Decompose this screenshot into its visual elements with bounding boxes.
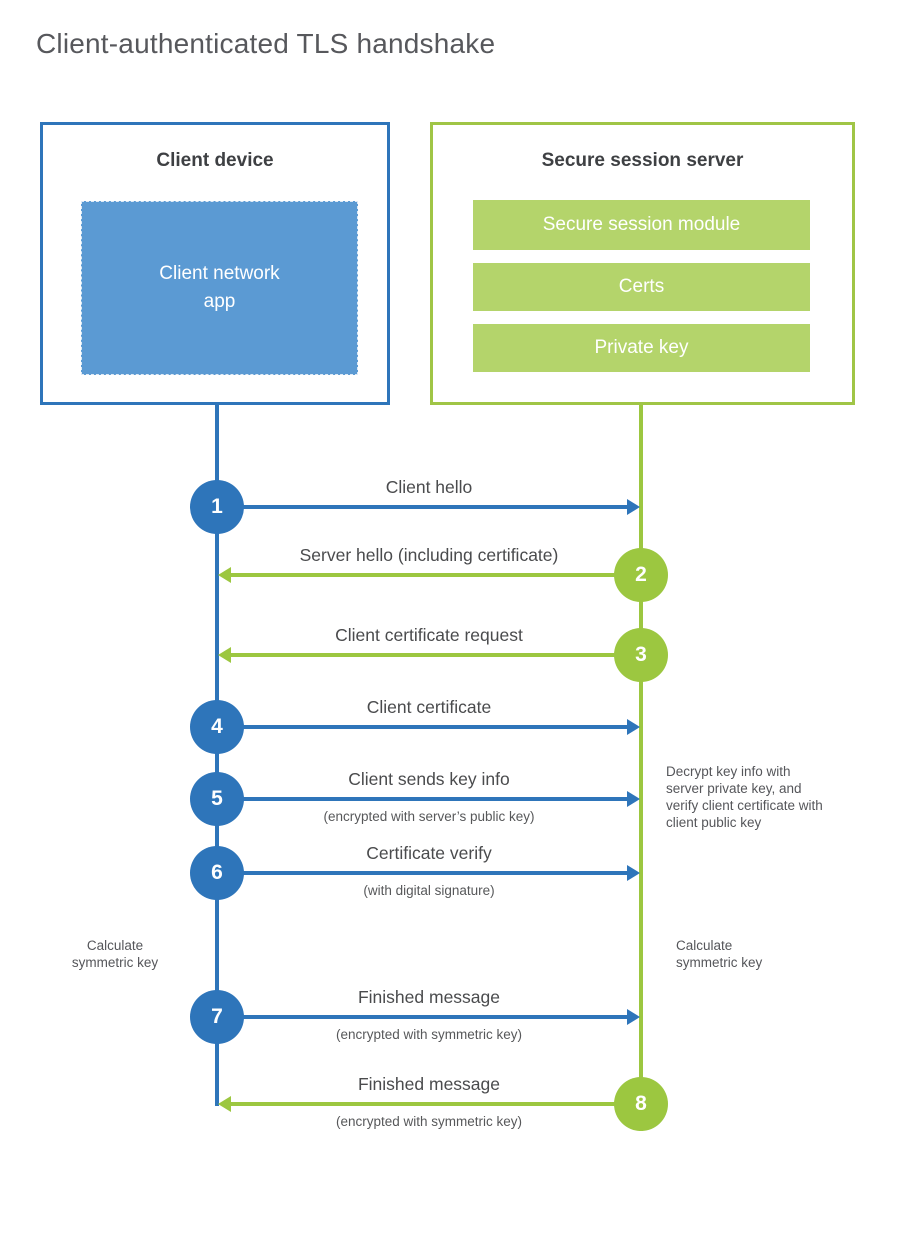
client-device-box: Client device Client network app bbox=[40, 122, 390, 405]
step-6-marker: 6 bbox=[190, 846, 244, 900]
step-3-arrow bbox=[218, 647, 615, 663]
calculate-symmetric-key-server-note: Calculate symmetric key bbox=[676, 938, 763, 970]
diagram-title: Client-authenticated TLS handshake bbox=[36, 28, 496, 59]
step-1-label: Client hello bbox=[385, 477, 473, 497]
step-5-arrow bbox=[243, 791, 640, 807]
step-2-marker: 2 bbox=[614, 548, 668, 602]
server-module-secure-session: Secure session module bbox=[473, 200, 810, 250]
server-module-certs: Certs bbox=[473, 263, 810, 311]
step-6-sublabel: (with digital signature) bbox=[363, 883, 495, 898]
client-network-app-label: Client network app bbox=[159, 262, 280, 313]
server-lifeline bbox=[639, 405, 643, 1131]
step-7-marker: 7 bbox=[190, 990, 244, 1044]
step-7-arrow bbox=[243, 1009, 640, 1025]
step-8-arrow bbox=[218, 1096, 615, 1112]
step-5-marker: 5 bbox=[190, 772, 244, 826]
step-6-arrow bbox=[243, 865, 640, 881]
step-5-label: Client sends key info bbox=[348, 769, 510, 789]
calculate-symmetric-key-client-note: Calculate symmetric key bbox=[71, 938, 159, 970]
step-6-label: Certificate verify bbox=[366, 843, 492, 863]
step-2-label: Server hello (including certificate) bbox=[299, 545, 559, 565]
client-device-title: Client device bbox=[156, 150, 274, 171]
step-4-marker: 4 bbox=[190, 700, 244, 754]
decrypt-note: Decrypt key info with server private key… bbox=[666, 764, 823, 830]
step-1-arrow bbox=[243, 499, 640, 515]
step-4-arrow bbox=[243, 719, 640, 735]
client-lifeline bbox=[215, 405, 219, 1106]
step-8-sublabel: (encrypted with symmetric key) bbox=[335, 1114, 523, 1129]
step-2-arrow bbox=[218, 567, 615, 583]
step-3-marker: 3 bbox=[614, 628, 668, 682]
step-7-sublabel: (encrypted with symmetric key) bbox=[335, 1027, 523, 1042]
step-5-sublabel: (encrypted with server’s public key) bbox=[323, 809, 535, 824]
step-3-label: Client certificate request bbox=[335, 625, 523, 645]
secure-session-server-box: Secure session server Secure session mod… bbox=[430, 122, 855, 405]
client-network-app-box: Client network app bbox=[81, 201, 358, 375]
step-7-label: Finished message bbox=[357, 987, 501, 1007]
step-1-marker: 1 bbox=[190, 480, 244, 534]
server-module-private-key: Private key bbox=[473, 324, 810, 372]
step-4-label: Client certificate bbox=[366, 697, 492, 717]
step-8-label: Finished message bbox=[357, 1074, 501, 1094]
secure-session-server-title: Secure session server bbox=[541, 150, 744, 171]
step-8-marker: 8 bbox=[614, 1077, 668, 1131]
